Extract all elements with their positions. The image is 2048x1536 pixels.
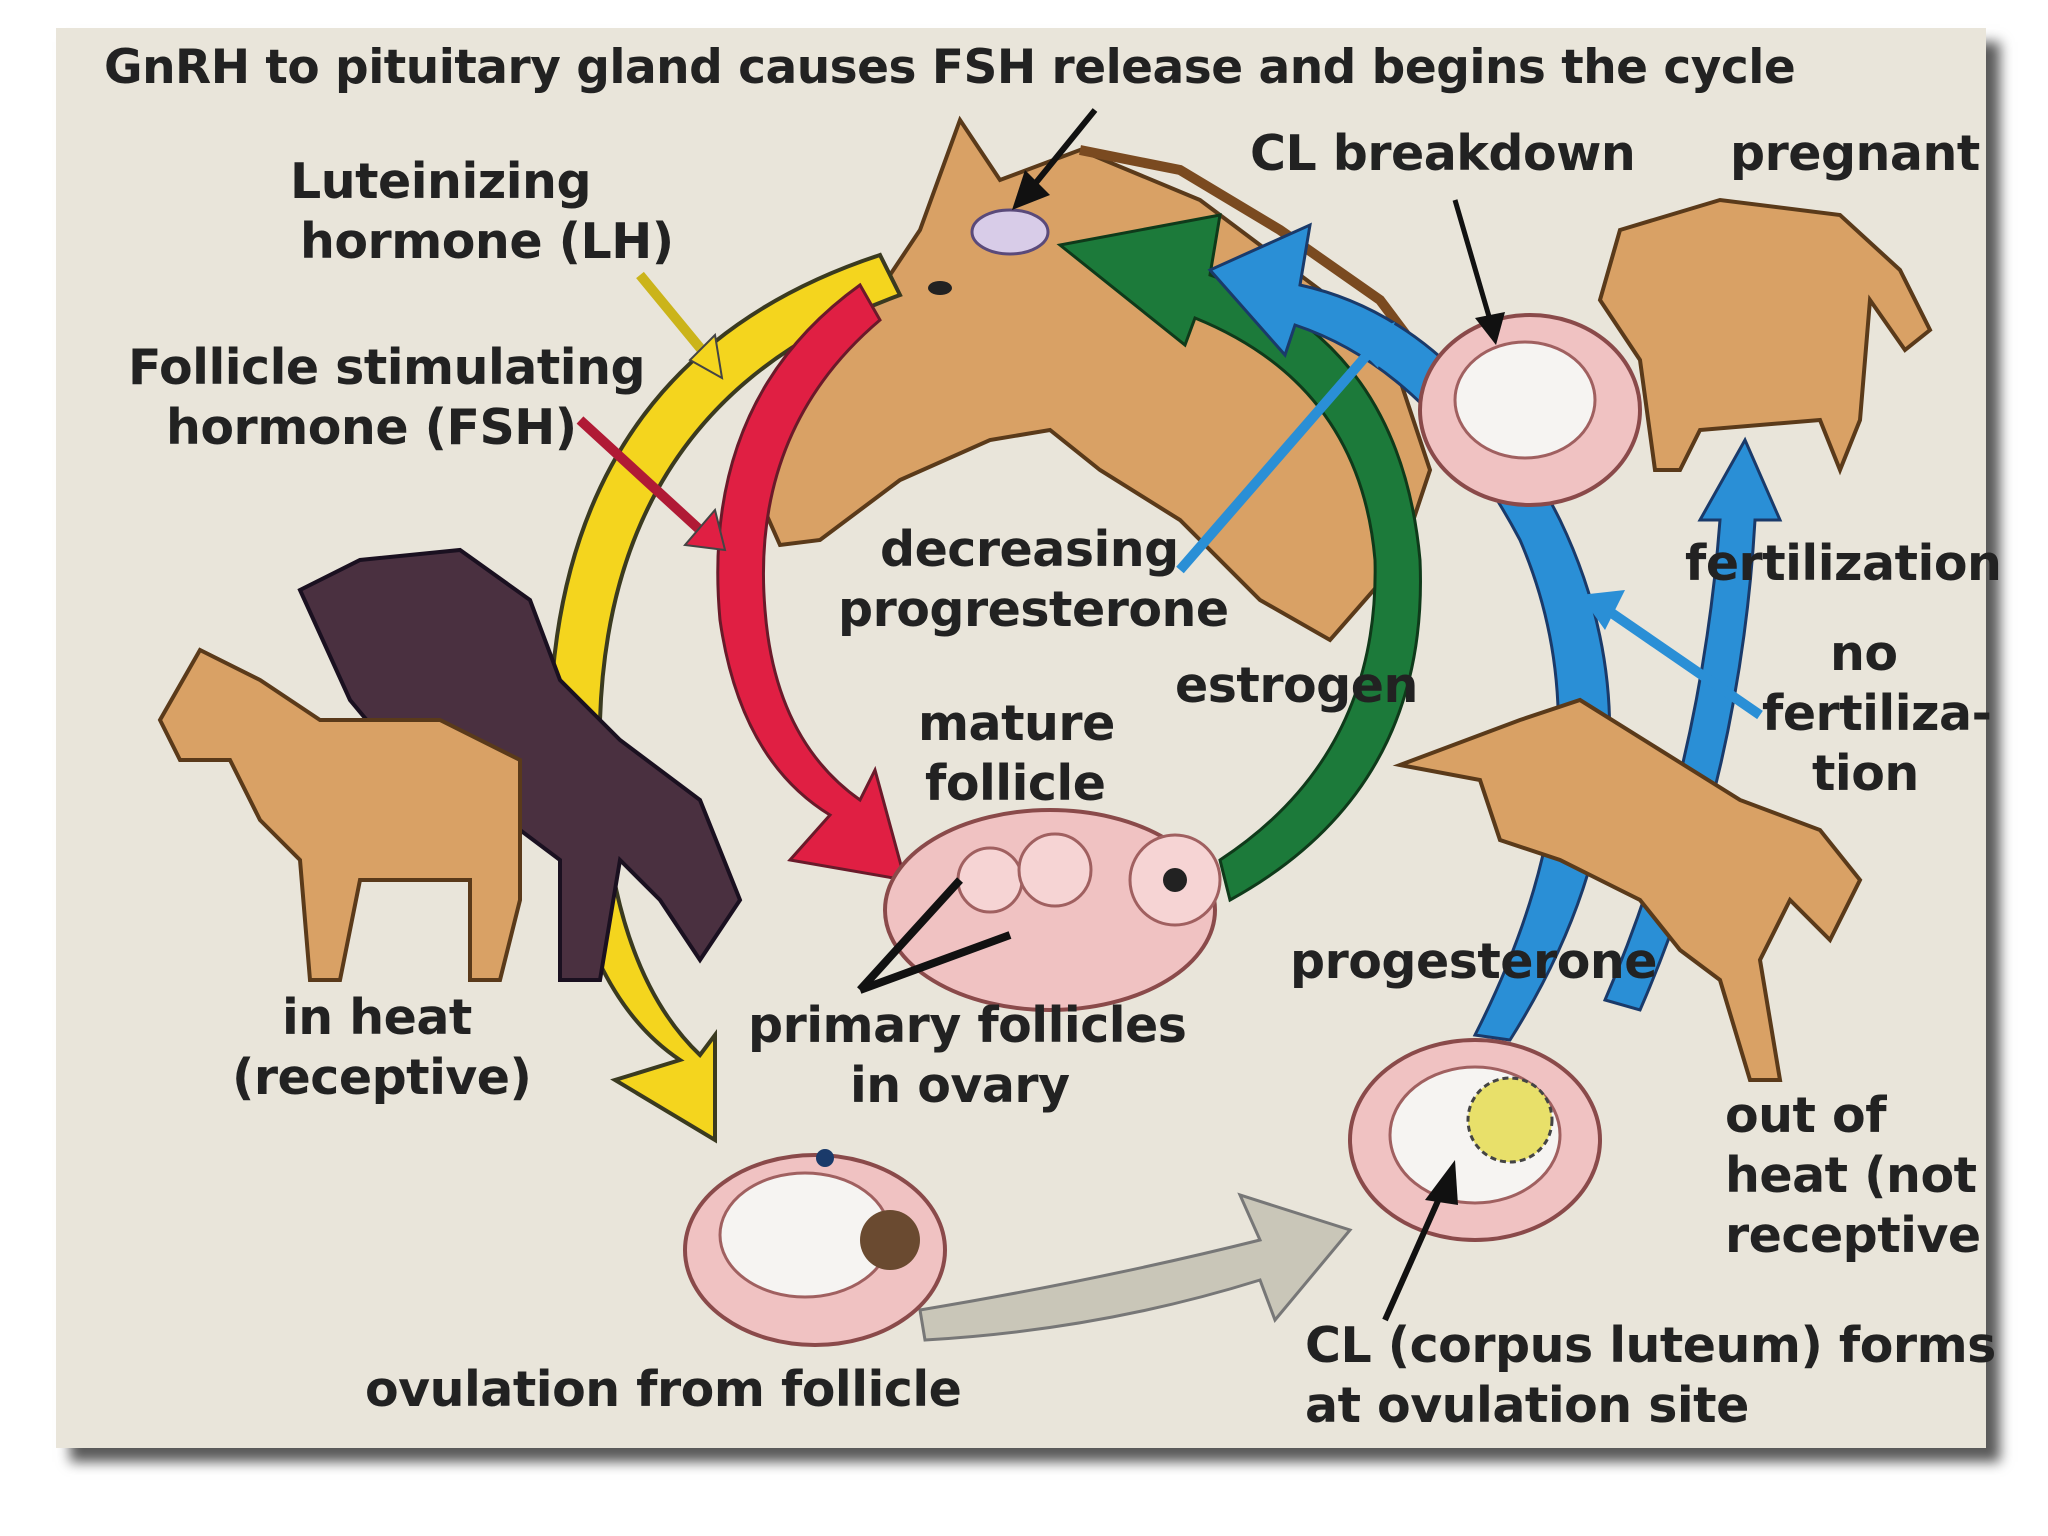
- lh-label-line1: Luteinizing: [290, 153, 592, 210]
- decreasing-progesterone-line2: progresterone: [838, 581, 1229, 638]
- estrogen-arrow: [1056, 213, 1422, 903]
- ovulation-ovary: [683, 1149, 947, 1347]
- out-of-heat-horse-illustration: [1392, 697, 1863, 1082]
- gnrh-label: GnRH to pituitary gland causes FSH relea…: [104, 40, 1796, 95]
- in-heat-line2: (receptive): [232, 1049, 532, 1106]
- fsh-label-line1: Follicle stimulating: [128, 339, 646, 396]
- mating-horses-illustration: [157, 547, 743, 982]
- decreasing-progesterone-line1: decreasing: [880, 521, 1179, 578]
- pregnant-horse-illustration: [1597, 197, 1933, 476]
- fsh-label-line2: hormone (FSH): [166, 399, 577, 456]
- no-fertilization-line1: no: [1830, 625, 1898, 682]
- out-of-heat-line3: receptive: [1725, 1207, 1981, 1264]
- out-of-heat-line1: out of: [1725, 1087, 1887, 1144]
- estrogen-label: estrogen: [1175, 657, 1418, 714]
- no-fertilization-line3: tion: [1812, 745, 1919, 802]
- lh-label-line2: hormone (LH): [300, 213, 674, 270]
- cl-forms-line2: at ovulation site: [1305, 1377, 1749, 1434]
- in-heat-line1: in heat: [282, 989, 472, 1046]
- cl-breakdown-ovary: [1418, 313, 1642, 507]
- cl-breakdown-label: CL breakdown: [1250, 125, 1636, 182]
- ovulation-to-cl-arrow: [918, 1192, 1353, 1342]
- corpus-luteum-ovary: [1348, 1038, 1602, 1242]
- mature-follicle-line1: mature: [918, 695, 1115, 752]
- cl-forms-line1: CL (corpus luteum) forms: [1305, 1317, 1996, 1374]
- no-fertilization-arrow: [1597, 600, 1763, 720]
- pregnant-label: pregnant: [1730, 125, 1980, 182]
- fertilization-label: fertilization: [1685, 535, 2002, 592]
- mature-follicle-ovary: [883, 808, 1222, 1012]
- mature-follicle-line2: follicle: [925, 755, 1106, 812]
- ovulation-label: ovulation from follicle: [365, 1361, 962, 1418]
- progesterone-label: progesterone: [1290, 933, 1657, 990]
- primary-follicles-line2: in ovary: [850, 1057, 1070, 1114]
- decreasing-progesterone-arrow: [1176, 336, 1384, 574]
- primary-follicles-line1: primary follicles: [748, 997, 1187, 1054]
- out-of-heat-line2: heat (not: [1725, 1147, 1977, 1204]
- no-fertilization-line2: fertiliza-: [1762, 685, 1992, 742]
